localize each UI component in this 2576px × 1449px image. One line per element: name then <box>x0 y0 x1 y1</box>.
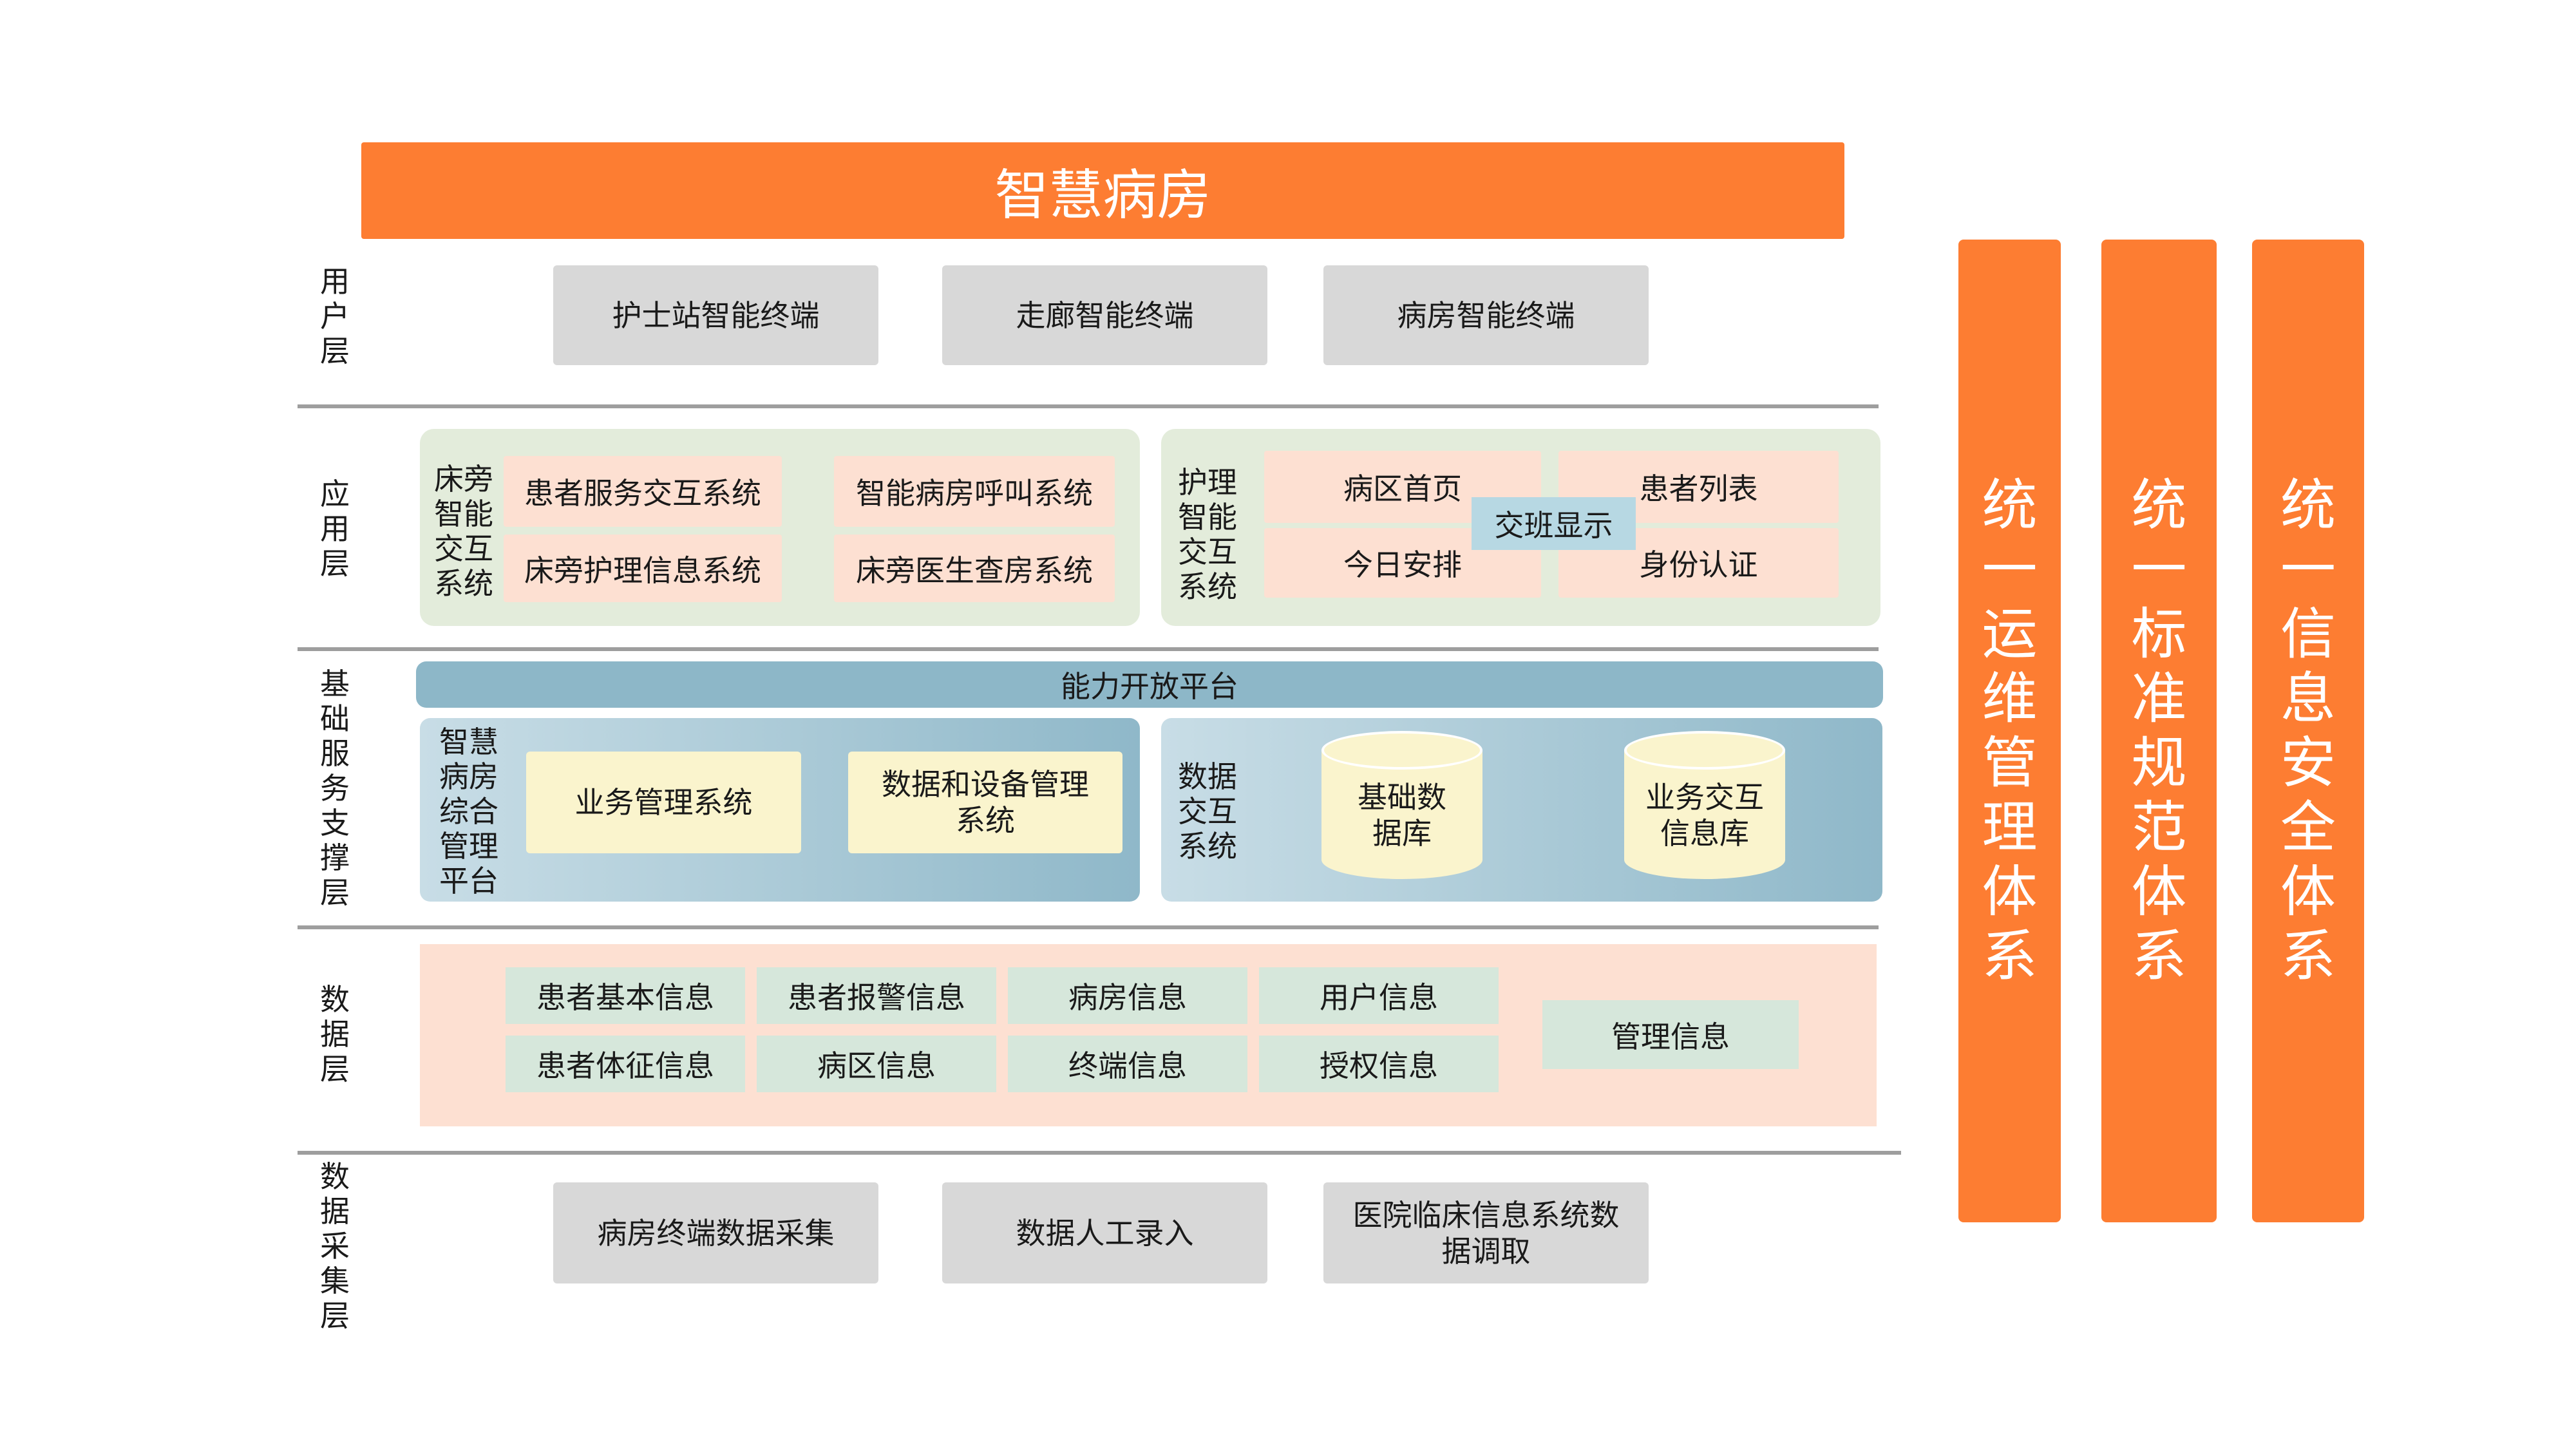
divider <box>298 925 1879 929</box>
basic-database-label: 基础数据库 <box>1358 780 1446 851</box>
standards-label: 统一标准规范体系 <box>2131 473 2187 989</box>
business-database-label: 业务交互信息库 <box>1645 780 1764 851</box>
divider <box>298 1151 1901 1155</box>
management-info: 管理信息 <box>1542 1000 1799 1069</box>
manual-data-entry: 数据人工录入 <box>942 1182 1267 1283</box>
page-title: 智慧病房 <box>361 142 1844 239</box>
data-cell: 病房信息 <box>1008 967 1247 1024</box>
smart-ward-call-system: 智能病房呼叫系统 <box>834 456 1115 527</box>
data-cell: 终端信息 <box>1008 1036 1247 1092</box>
basic-database-icon: 基础数据库 <box>1321 731 1482 879</box>
ops-management-label: 统一运维管理体系 <box>1982 473 2038 989</box>
nursing-system-label: 护理智能交互系统 <box>1178 465 1237 604</box>
ward-management-platform-label: 智慧病房综合管理平台 <box>439 724 498 898</box>
business-management-system: 业务管理系统 <box>526 752 801 853</box>
layer-label-data: 数据层 <box>320 982 350 1086</box>
shift-handover-display: 交班显示 <box>1472 497 1636 550</box>
data-cell: 患者基本信息 <box>506 967 745 1024</box>
layer-label-user: 用户层 <box>320 264 350 368</box>
divider <box>298 647 1879 651</box>
layer-label-collect: 数据采集层 <box>320 1159 350 1333</box>
corridor-terminal: 走廊智能终端 <box>942 265 1267 365</box>
business-database-icon: 业务交互信息库 <box>1624 731 1785 879</box>
data-cell: 患者体征信息 <box>506 1036 745 1092</box>
ops-management-system: 统一运维管理体系 <box>1958 240 2061 1222</box>
data-exchange-label: 数据交互系统 <box>1178 759 1237 864</box>
data-cell: 用户信息 <box>1259 967 1499 1024</box>
data-cell: 病区信息 <box>757 1036 996 1092</box>
bedside-nursing-system: 床旁护理信息系统 <box>504 535 782 602</box>
layer-label-app: 应用层 <box>320 477 350 581</box>
bedside-ward-round-system: 床旁医生查房系统 <box>834 535 1115 602</box>
info-security-label: 统一信息安全体系 <box>2280 473 2336 989</box>
patient-service-system: 患者服务交互系统 <box>504 456 782 527</box>
ward-terminal-collection: 病房终端数据采集 <box>553 1182 878 1283</box>
info-security-system: 统一信息安全体系 <box>2252 240 2364 1222</box>
nurse-station-terminal: 护士站智能终端 <box>553 265 878 365</box>
standards-system: 统一标准规范体系 <box>2101 240 2217 1222</box>
divider <box>298 404 1879 408</box>
data-cell: 授权信息 <box>1259 1036 1499 1092</box>
his-data-retrieval: 医院临床信息系统数据调取 <box>1323 1182 1649 1283</box>
data-device-management-system: 数据和设备管理系统 <box>848 752 1122 853</box>
layer-label-base: 基础服务支撑层 <box>320 667 350 910</box>
capability-open-platform: 能力开放平台 <box>416 661 1883 708</box>
bedside-system-label: 床旁智能交互系统 <box>434 462 493 601</box>
data-cell: 患者报警信息 <box>757 967 996 1024</box>
ward-terminal: 病房智能终端 <box>1323 265 1649 365</box>
